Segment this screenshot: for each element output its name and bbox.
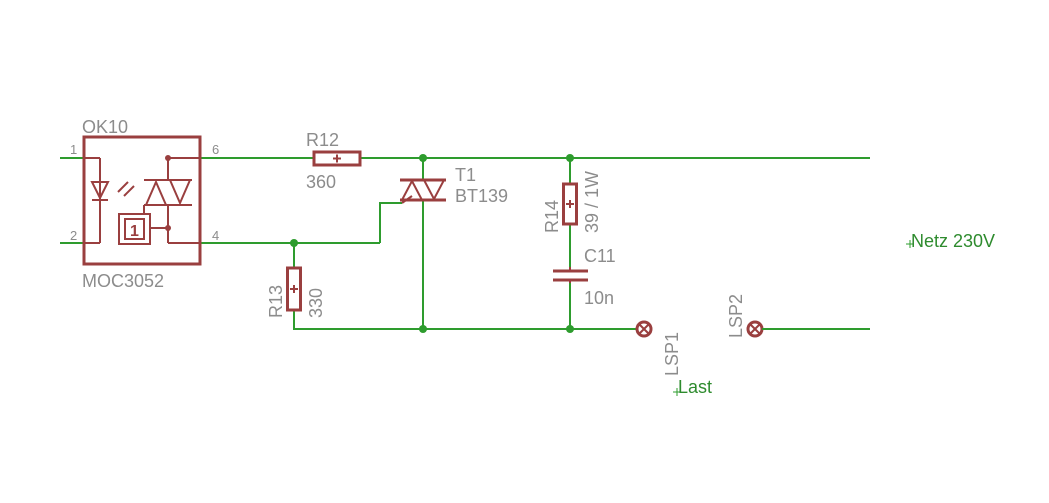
r14-name: R14: [542, 200, 562, 233]
solder-pad-icon: [749, 323, 761, 335]
led-icon: [90, 181, 110, 201]
r12-name: R12: [306, 130, 339, 150]
light-arrow-icon: [117, 181, 129, 193]
lsp1-name: LSP1: [662, 332, 682, 376]
solder-pad-icon: [638, 323, 650, 335]
resistor-r12: R12 360: [306, 130, 362, 192]
optocoupler-name: OK10: [82, 117, 128, 137]
triac-name: T1: [455, 165, 476, 185]
junction-dot: [566, 154, 574, 162]
internal-triac-icon: [168, 179, 192, 206]
solder-pad-lsp2: LSP2: [726, 294, 775, 338]
triac-icon: [422, 179, 446, 202]
solder-pad-icon: [635, 320, 653, 338]
resistor-r14: R14 39 / 1W: [542, 171, 602, 233]
junctions: [290, 154, 574, 333]
c11-name: C11: [584, 246, 616, 266]
internal-junction: [165, 155, 171, 161]
triac-value: BT139: [455, 186, 508, 206]
internal-triac-icon: [144, 179, 168, 206]
resistor-body: [562, 182, 578, 226]
resistor-r13: R13 330: [266, 266, 326, 318]
junction-dot: [566, 325, 574, 333]
r12-value: 360: [306, 172, 336, 192]
r13-value: 330: [306, 288, 326, 318]
wire-bottom-rail: [293, 310, 636, 330]
junction-dot: [419, 154, 427, 162]
zero-cross-inner: [124, 218, 145, 240]
pin-number: 4: [212, 228, 219, 243]
pin-number: 2: [70, 228, 77, 243]
c11-value: 10n: [584, 288, 614, 308]
triac-icon: [400, 178, 424, 201]
resistor-body: [312, 150, 362, 167]
optocoupler-value: MOC3052: [82, 271, 164, 291]
optocoupler-ok10: 1 OK10 MOC3052 1 2 6 4: [70, 117, 219, 291]
capacitor-c11: C11 10n: [553, 246, 616, 308]
net-labels: Netz 230V Last: [673, 231, 995, 397]
pin-number: 6: [212, 142, 219, 157]
pin-number: 1: [70, 142, 77, 157]
r13-name: R13: [266, 285, 286, 318]
resistor-body: [286, 266, 302, 312]
light-arrow-icon: [123, 185, 135, 197]
junction-dot: [419, 325, 427, 333]
triac-gate: [401, 195, 413, 204]
triac-t1: T1 BT139: [400, 165, 508, 206]
lsp2-name: LSP2: [726, 294, 746, 338]
net-load-label: Last: [678, 377, 712, 397]
r14-value: 39 / 1W: [582, 171, 602, 233]
net-mains-label: Netz 230V: [911, 231, 995, 251]
solder-pad-lsp1: LSP1: [635, 320, 682, 376]
junction-dot: [290, 239, 298, 247]
wire-gate: [379, 202, 402, 243]
optocoupler-body: [82, 135, 202, 266]
zero-cross-icon: 1: [130, 223, 139, 240]
